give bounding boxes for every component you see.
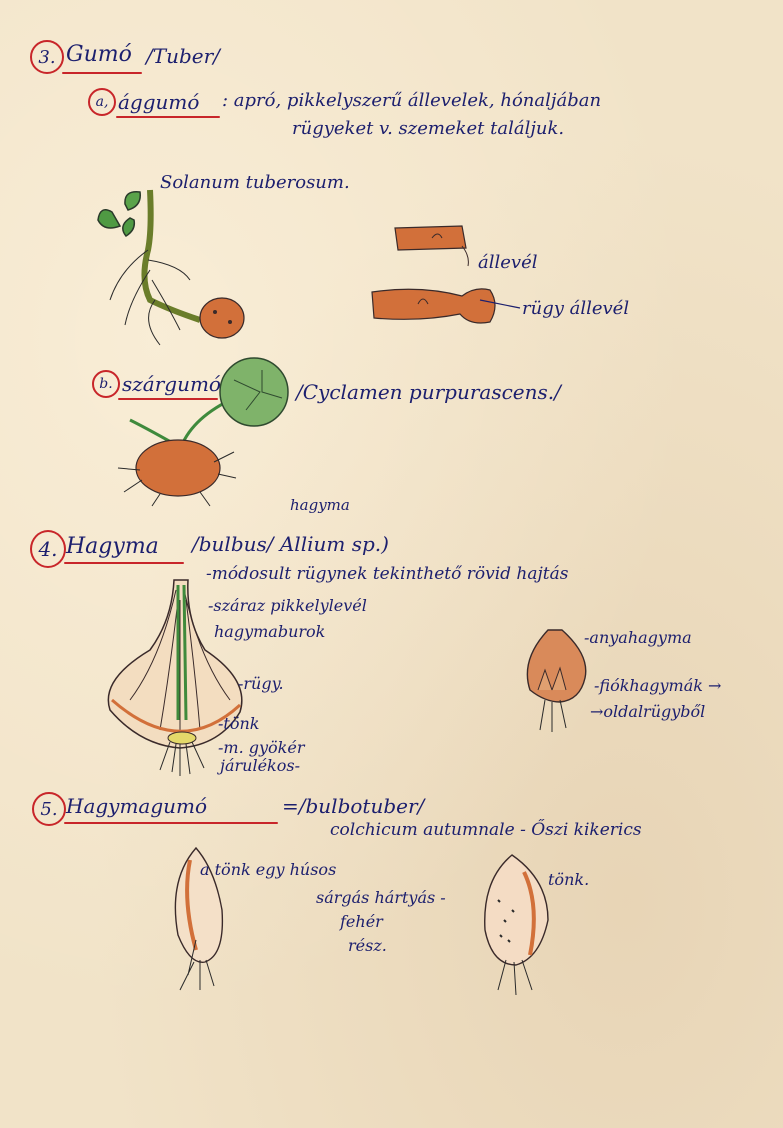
section-5-underline <box>64 822 278 824</box>
section-3-latin: /Tuber/ <box>146 46 220 66</box>
label-oldalrugybol: →oldalrügyből <box>590 704 705 720</box>
section-3-underline <box>62 72 142 74</box>
section-5-latin: =/bulbotuber/ <box>282 796 424 816</box>
potato-plant-drawing <box>98 190 244 345</box>
section-3b-letter: b. <box>92 370 120 398</box>
label-fiokhagymak: -fiókhagymák → <box>594 678 721 694</box>
label-tonk-right: tönk. <box>548 872 589 888</box>
section-3a-species: Solanum tuberosum. <box>160 174 350 192</box>
section-3-title: Gumó <box>66 44 132 66</box>
note-feher: fehér <box>340 914 383 930</box>
section-4-number: 4. <box>30 530 66 568</box>
note-resz: rész. <box>348 938 387 954</box>
label-anyahagyma: -anyahagyma <box>584 630 692 646</box>
section-3b-underline <box>118 398 218 400</box>
section-3b-title: szárgumó <box>122 374 221 394</box>
label-allevel: állevél <box>478 254 537 272</box>
section-3-number: 3. <box>30 40 64 74</box>
section-3a-title: ággumó <box>118 92 199 112</box>
section-5-species: colchicum autumnale - Őszi kikerics <box>330 822 642 839</box>
label-szaraz-pikkelylevel: -száraz pikkelylevél <box>208 598 367 614</box>
colchicum-drawing-right <box>485 855 548 995</box>
label-hagymaburok: hagymaburok <box>214 624 325 640</box>
mother-bulb-drawing <box>527 630 585 732</box>
section-5-title: Hagymagumó <box>66 796 207 816</box>
section-4-definition: -módosult rügynek tekinthető rövid hajtá… <box>206 566 568 583</box>
scale-leaf-drawings <box>372 226 520 323</box>
section-3a-line2: rügyeket v. szemeket találjuk. <box>292 120 564 138</box>
section-3a-line1: : apró, pikkelyszerű állevelek, hónaljáb… <box>222 92 601 110</box>
section-3a-letter: a, <box>88 88 116 116</box>
label-rugy-allevel: rügy állevél <box>522 300 629 318</box>
label-mellekgyoker: -m. gyökér <box>218 740 304 756</box>
section-4-superscript: hagyma <box>290 498 350 513</box>
section-4-latin: /bulbus/ Allium sp.) <box>192 534 389 554</box>
section-3b-species: /Cyclamen purpurascens./ <box>296 382 561 402</box>
section-4-underline <box>64 562 184 564</box>
note-a-tonk-egy-husos: a tönk egy húsos <box>200 862 336 878</box>
note-sargas-hartyas: sárgás hártyás - <box>316 890 446 906</box>
section-5-number: 5. <box>32 792 66 826</box>
label-jarulekos: járulékos- <box>220 758 300 774</box>
label-rugy: -rügy. <box>238 676 284 692</box>
section-4-title: Hagyma <box>66 536 159 558</box>
section-3a-underline <box>116 116 220 118</box>
label-tonk: -tönk <box>218 716 259 732</box>
